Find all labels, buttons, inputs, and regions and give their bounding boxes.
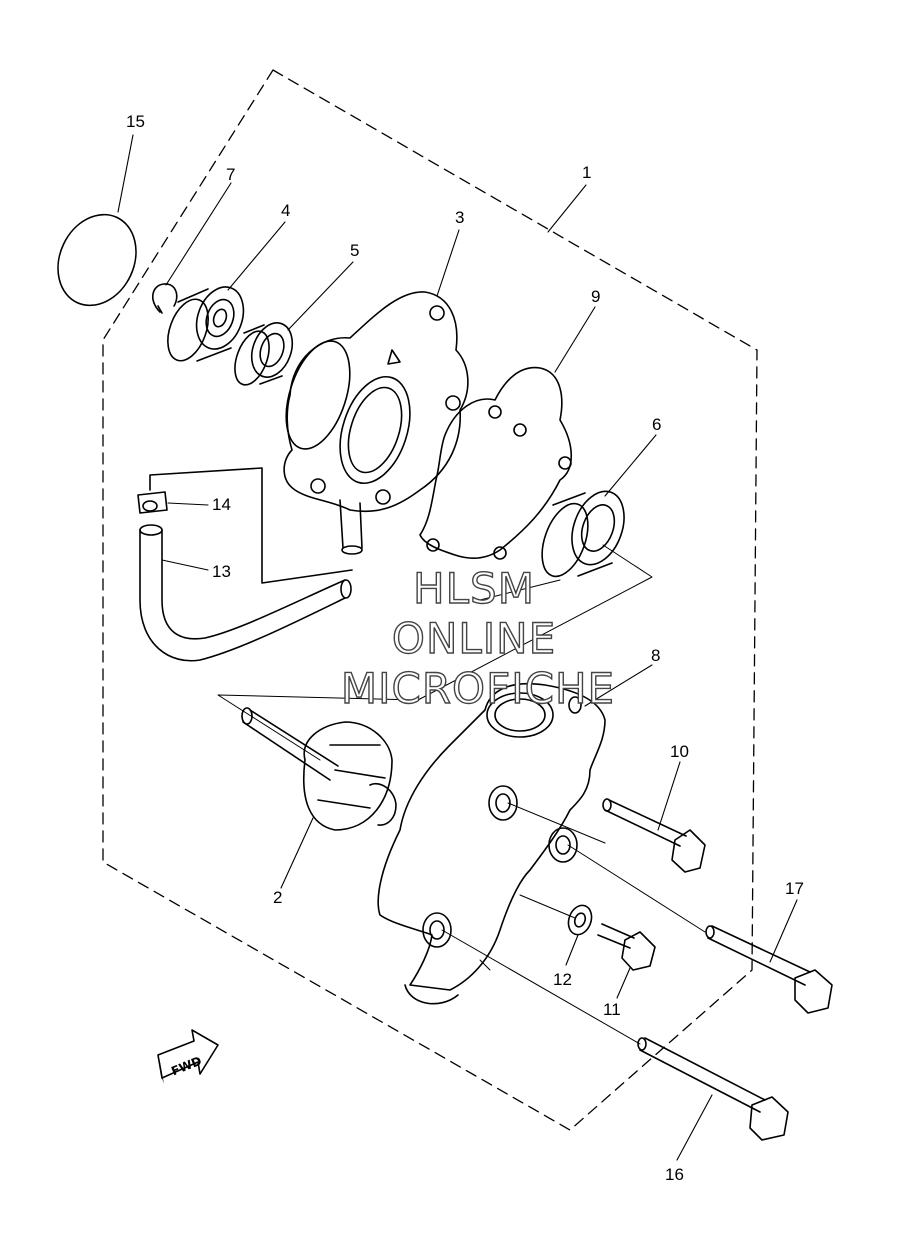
fwd-label: FWD bbox=[169, 1054, 203, 1079]
bearing-part bbox=[167, 286, 245, 362]
gasket-part bbox=[419, 366, 572, 560]
callout-14: 14 bbox=[212, 495, 231, 514]
callout-1: 1 bbox=[582, 163, 591, 182]
callout-16: 16 bbox=[665, 1165, 684, 1184]
watermark: HLSM ONLINE MICROFICHE bbox=[340, 563, 615, 713]
fwd-arrow-icon bbox=[157, 1029, 219, 1079]
oil-seal-part bbox=[234, 322, 294, 386]
callout-5: 5 bbox=[350, 241, 359, 260]
callout-10: 10 bbox=[670, 742, 689, 761]
bolt-10-part bbox=[602, 798, 706, 873]
hose-clamp-part bbox=[137, 491, 168, 514]
assembly-boundary bbox=[102, 69, 758, 1131]
callout-13: 13 bbox=[212, 562, 231, 581]
assembly-guide-lines bbox=[217, 544, 706, 1045]
callout-3: 3 bbox=[455, 208, 464, 227]
o-ring-part bbox=[57, 213, 137, 307]
circlip-tip bbox=[157, 305, 163, 314]
callout-11: 11 bbox=[603, 1000, 621, 1019]
bolt-16-part bbox=[637, 1037, 789, 1141]
bolt-17-part bbox=[705, 925, 833, 1014]
pump-body-part bbox=[377, 683, 606, 1005]
callout-7: 7 bbox=[226, 165, 235, 184]
watermark-line-1: HLSM bbox=[413, 564, 535, 613]
housing-cover-part bbox=[283, 291, 469, 555]
washer-part bbox=[567, 904, 593, 936]
hose-part bbox=[139, 529, 346, 662]
hose-end bbox=[139, 524, 163, 536]
callout-8: 8 bbox=[651, 646, 660, 665]
callout-9: 9 bbox=[591, 287, 600, 306]
callout-17: 17 bbox=[785, 879, 804, 898]
leader-lines bbox=[117, 134, 798, 1161]
callout-labels: 1 2 3 4 5 6 7 8 9 10 11 12 13 14 15 16 1… bbox=[126, 112, 804, 1184]
watermark-line-2: ONLINE bbox=[392, 614, 556, 663]
hose-guide-line bbox=[149, 467, 353, 584]
callout-6: 6 bbox=[652, 415, 661, 434]
callout-12: 12 bbox=[553, 970, 572, 989]
circlip-part bbox=[152, 283, 178, 313]
bolt-11-part bbox=[597, 923, 656, 971]
callout-4: 4 bbox=[281, 201, 290, 220]
callout-15: 15 bbox=[126, 112, 145, 131]
hose-end-2 bbox=[340, 579, 352, 599]
impeller-part bbox=[241, 707, 397, 831]
watermark-line-3: MICROFICHE bbox=[341, 664, 615, 713]
callout-2: 2 bbox=[273, 888, 282, 907]
bearing-6-part bbox=[541, 490, 625, 578]
